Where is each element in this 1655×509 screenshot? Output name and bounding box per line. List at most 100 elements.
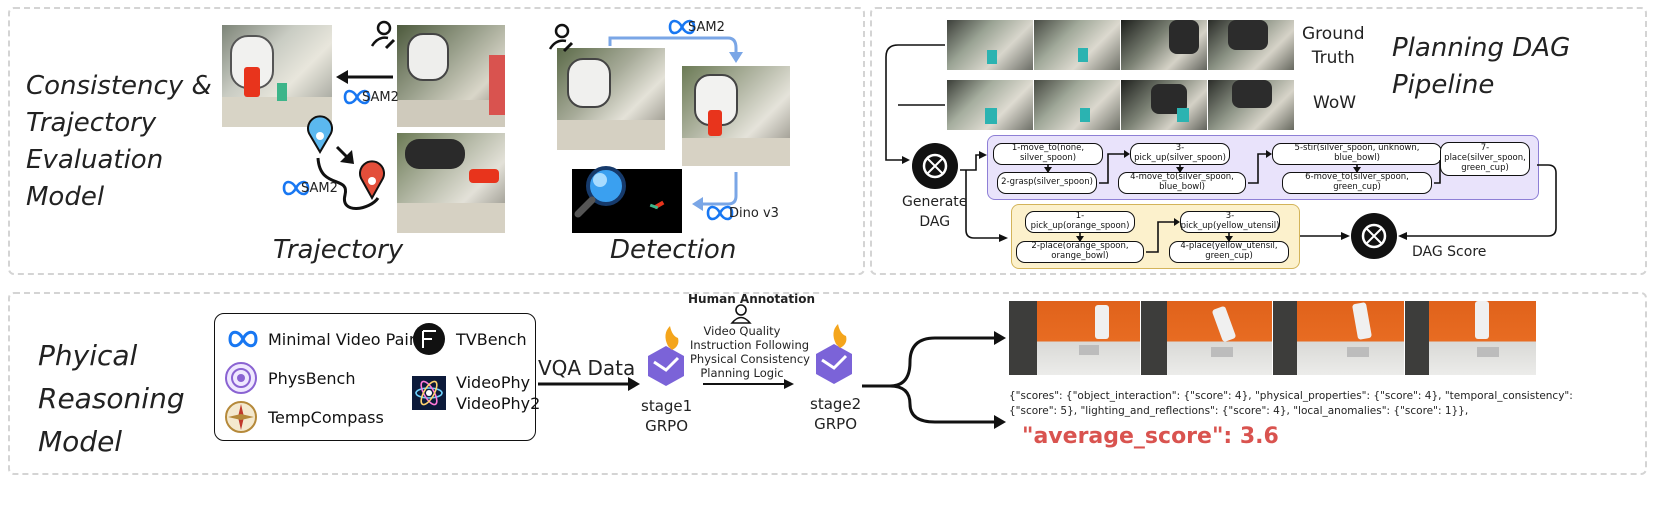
eval-frame: [1405, 301, 1536, 375]
annotation-item: Planning Logic: [700, 366, 784, 380]
dag-node: 5-stir(silver_spoon, unknown, blue_bowl): [1272, 143, 1442, 165]
dag-node: 4-move_to(silver_spoon, blue_bowl): [1118, 172, 1246, 194]
dataset-label: VideoPhy2: [456, 394, 541, 413]
stage1-label: stage1 GRPO: [641, 396, 692, 436]
sam2-label: SAM2: [301, 181, 338, 196]
dag-node: 3-pick_up(silver_spoon): [1130, 143, 1230, 165]
dag-node: 7-place(silver_spoon, green_cup): [1440, 142, 1530, 176]
dataset-tempcompass: TempCompass: [224, 400, 384, 434]
generate-dag-line: Generate: [902, 194, 968, 210]
dataset-label: Minimal Video Pairs: [268, 329, 424, 349]
dag-connectors: [885, 44, 1557, 253]
physical-title: Phyical Reasoning Model: [38, 334, 185, 463]
person-icon: [548, 23, 574, 53]
person-icon: [730, 304, 752, 324]
arrow-icon: [703, 379, 794, 389]
consistency-panel: [8, 7, 865, 275]
model-logo-icon: [816, 324, 852, 384]
planning-title-line: Pipeline: [1392, 70, 1495, 100]
dag-node: 3-pick_up(yellow_utensil): [1180, 211, 1280, 233]
generate-dag-label: Generate DAG: [902, 192, 967, 232]
arrow-icon: [336, 70, 393, 84]
consistency-title-line: Consistency &: [26, 71, 212, 101]
planning-panel: [870, 7, 1647, 275]
physbench-icon: [224, 361, 258, 395]
dataset-label: VideoPhy: [456, 373, 531, 392]
branch-arrows: [862, 331, 1006, 429]
robot-frame-image: [397, 25, 505, 127]
trajectory-caption: Trajectory: [273, 235, 404, 265]
wow-frame: [947, 80, 1033, 130]
tvbench-icon: [412, 322, 446, 356]
wow-label: WoW: [1313, 93, 1357, 113]
stage1-line: GRPO: [645, 417, 689, 435]
dag-node: 2-grasp(silver_spoon): [997, 172, 1097, 194]
consistency-title-line: Evaluation: [26, 145, 164, 175]
scores-line: {"scores": {"object_interaction": {"scor…: [1009, 390, 1573, 402]
dataset-box: [214, 313, 536, 441]
annotation-items: Video Quality Instruction Following Phys…: [690, 324, 810, 380]
robot-frame-image: [682, 66, 790, 166]
generate-dag-line: DAG: [919, 214, 951, 230]
person-icon: [370, 20, 396, 50]
ground-truth-line: Ground: [1302, 24, 1365, 44]
model-logo-icon: [648, 326, 684, 386]
physical-title-line: Reasoning: [38, 382, 185, 415]
openai-icon: [1351, 213, 1397, 259]
meta-icon: [343, 89, 371, 105]
detection-arrows: [608, 36, 743, 211]
human-annotation-label: Human Annotation: [688, 292, 815, 306]
stage2-label: stage2 GRPO: [810, 394, 861, 434]
dataset-tvbench: TVBench: [412, 322, 527, 356]
dataset-label: TempCompass: [268, 407, 384, 427]
wow-frame: [1034, 80, 1120, 130]
consistency-title-line: Model: [26, 182, 105, 212]
physical-title-line: Model: [38, 425, 123, 458]
detection-caption: Detection: [610, 235, 737, 265]
dataset-label: PhysBench: [268, 368, 356, 388]
scores-line: {"score": 5}, "lighting_and_reflections"…: [1009, 405, 1469, 417]
planning-title-line: Planning DAG: [1392, 33, 1571, 63]
annotation-item: Video Quality: [703, 324, 781, 338]
eval-frame: [1009, 301, 1140, 375]
sam2-label: SAM2: [362, 90, 399, 105]
stage2-line: GRPO: [814, 415, 858, 433]
meta-icon: [668, 19, 696, 35]
dag-score-label: DAG Score: [1412, 244, 1487, 260]
annotation-item: Physical Consistency: [690, 352, 810, 366]
dag-node: 1-move_to(none, silver_spoon): [993, 143, 1103, 165]
dataset-videophy: VideoPhy VideoPhy2: [412, 372, 540, 414]
eval-frame: [1141, 301, 1272, 375]
ground-truth-line: Truth: [1311, 48, 1355, 68]
dag-node: 1-pick_up(orange_spoon): [1025, 211, 1135, 233]
meta-icon: [224, 322, 258, 356]
arrow-icon: [538, 377, 640, 391]
wow-frame: [1121, 80, 1207, 130]
meta-icon: [282, 180, 310, 196]
sam2-label: SAM2: [688, 20, 725, 35]
ground-truth-frame: [1121, 20, 1207, 70]
dino-label: Dino v3: [729, 206, 779, 221]
stage1-line: stage1: [641, 397, 693, 415]
ground-truth-frame: [947, 20, 1033, 70]
videophy-labels: VideoPhy VideoPhy2: [456, 372, 540, 414]
consistency-title: Consistency & Trajectory Evaluation Mode…: [26, 68, 212, 216]
planning-title: Planning DAG Pipeline: [1392, 30, 1570, 104]
compass-icon: [224, 400, 258, 434]
robot-frame-image: [397, 133, 505, 233]
consistency-title-line: Trajectory: [26, 108, 157, 138]
physical-panel: [8, 292, 1647, 475]
vqa-data-label: VQA Data: [538, 356, 636, 380]
openai-icon: [912, 143, 958, 189]
ground-truth-frame: [1034, 20, 1120, 70]
wow-frame: [1208, 80, 1294, 130]
eval-frame: [1273, 301, 1404, 375]
magnifier-icon: [574, 166, 626, 218]
dataset-minimal-video-pairs: Minimal Video Pairs: [224, 322, 424, 356]
stage2-line: stage2: [810, 395, 862, 413]
dataset-label: TVBench: [456, 329, 527, 349]
robot-frame-image: [557, 48, 665, 150]
